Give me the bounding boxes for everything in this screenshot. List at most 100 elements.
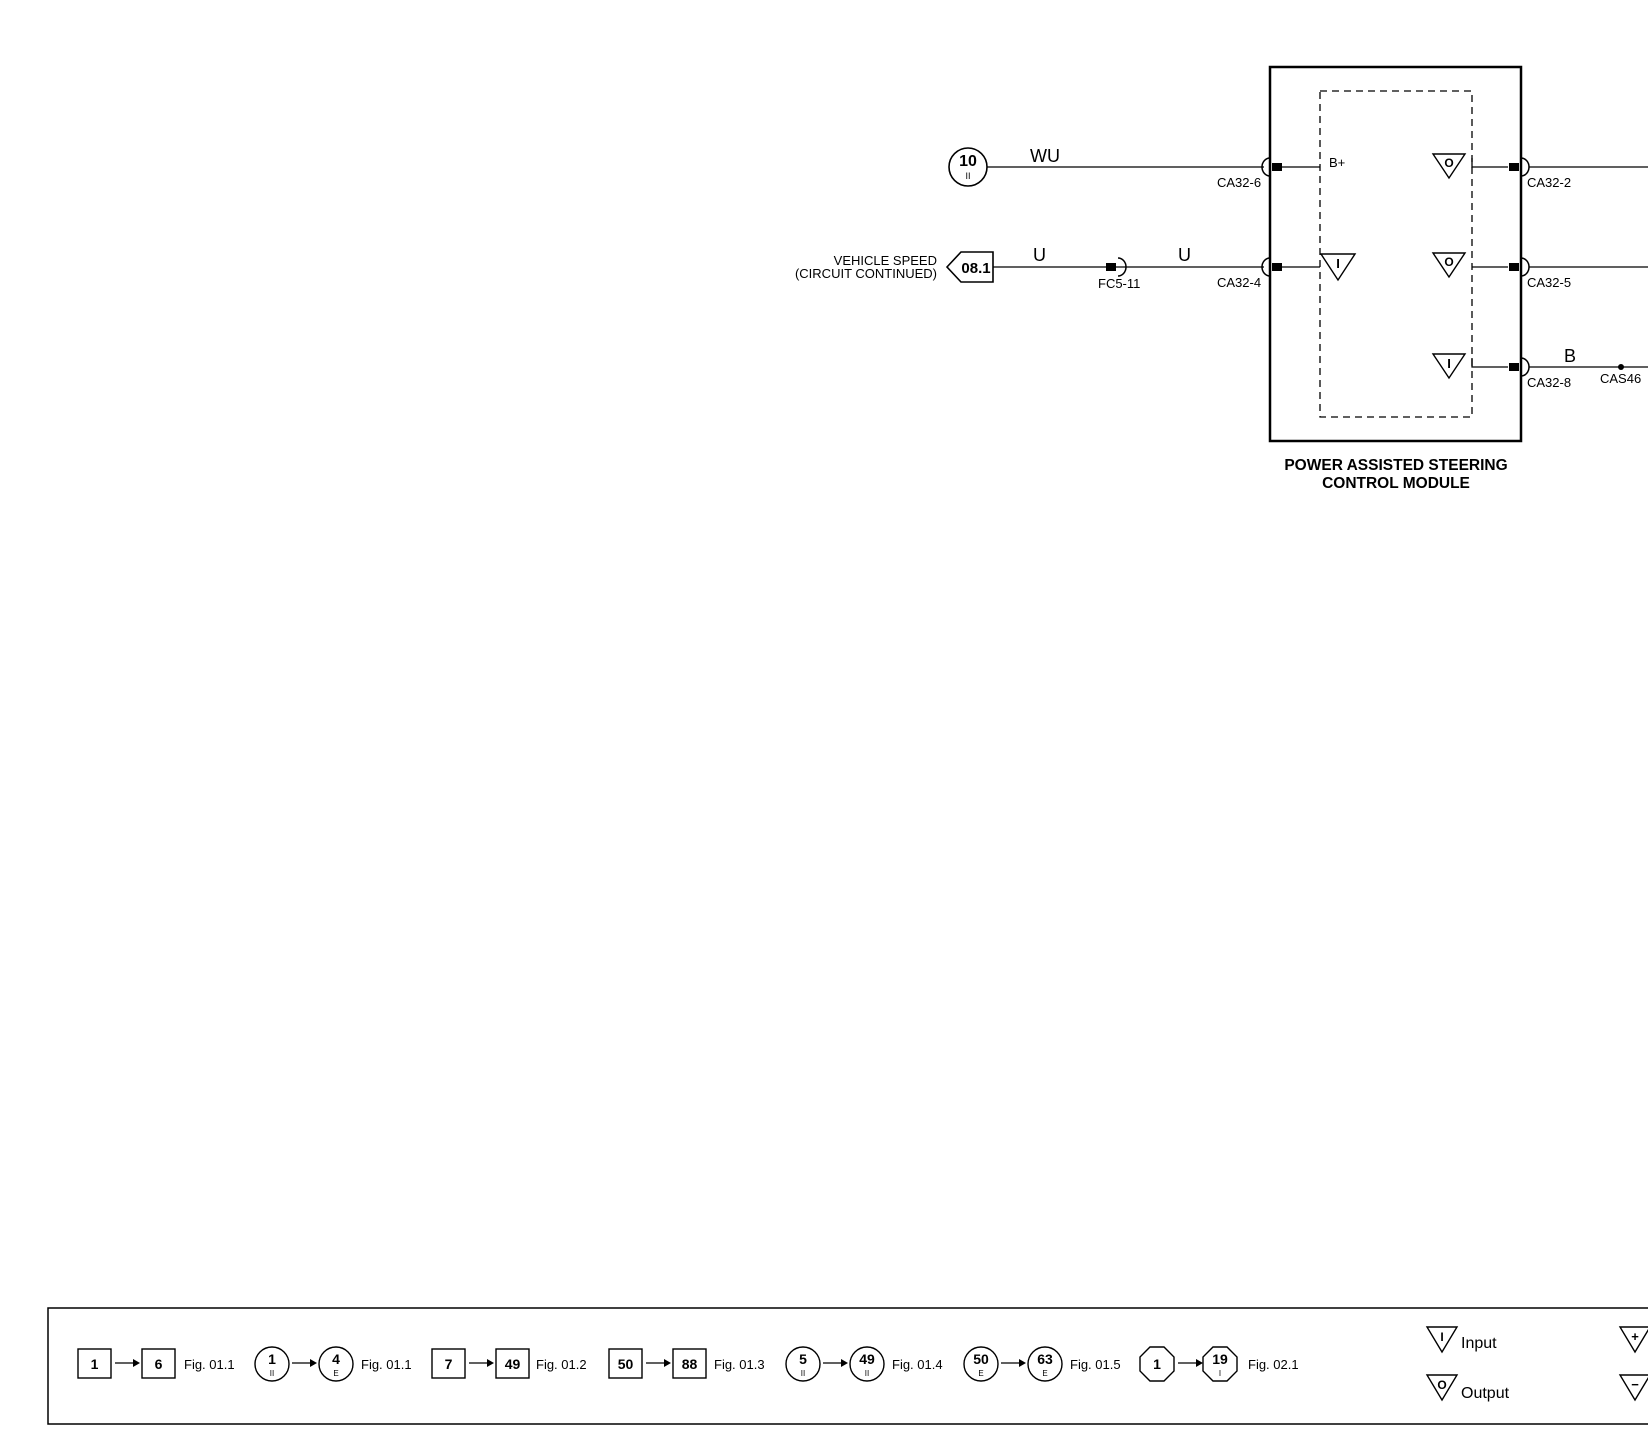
key-to-sub: I (1219, 1369, 1221, 1378)
connector-pin-ca32-8 (1509, 363, 1519, 371)
key-fig: Fig. 01.2 (536, 1357, 587, 1372)
input-symbol-triangle (1319, 253, 1357, 282)
key-to: 19 (1212, 1351, 1228, 1367)
key-square (672, 1348, 707, 1379)
offpage-description-line2: (CIRCUIT CONTINUED) (795, 266, 937, 281)
key-group-2: 1 II 4 E Fig. 01.1 (254, 1346, 412, 1382)
input-symbol-letter: I (1447, 356, 1451, 371)
output-pin-ca32-2: O CA32-2 (1431, 153, 1648, 190)
inline-connector-label: FC5-11 (1098, 276, 1140, 291)
key-group-7: 1 19 I Fig. 02.1 (1139, 1346, 1299, 1382)
legend-output-label: Output (1461, 1385, 1510, 1402)
key-fig: Fig. 01.1 (361, 1357, 412, 1372)
key-circle (1027, 1346, 1063, 1382)
legend-plus-letter: + (1631, 1329, 1639, 1344)
pin-label-ca32-4: CA32-4 (1217, 275, 1261, 290)
key-from-sub: II (801, 1369, 805, 1378)
supply-reference-sub: II (965, 171, 970, 181)
key-fig: Fig. 02.1 (1248, 1357, 1299, 1372)
legend-plus: + (1618, 1326, 1648, 1354)
legend-minus-icon (1618, 1374, 1648, 1402)
offpage-description-line1: VEHICLE SPEED (834, 253, 937, 268)
splice-dot (1618, 364, 1624, 370)
output-symbol-letter: O (1444, 156, 1453, 170)
input-pin-ca32-8: I CA32-8 B CAS46 (1431, 346, 1648, 390)
key-from: 7 (445, 1356, 453, 1372)
key-from: 1 (1153, 1356, 1161, 1372)
key-to-sub: II (865, 1369, 869, 1378)
vehicle-speed-circuit: VEHICLE SPEED (CIRCUIT CONTINUED) 08.1 U… (795, 245, 1357, 291)
supply-reference-number: 10 (959, 153, 977, 170)
key-circle (849, 1346, 885, 1382)
key-from: 50 (973, 1351, 989, 1367)
legend-plus-icon (1618, 1326, 1648, 1354)
key-square (77, 1348, 112, 1379)
key-to-sub: E (1042, 1369, 1047, 1378)
output-pin-ca32-5: O CA32-5 (1431, 252, 1648, 290)
key-group-3: 7 49 Fig. 01.2 (431, 1348, 587, 1379)
offpage-reference: 08.1 (961, 260, 990, 277)
key-to-sub: E (333, 1369, 338, 1378)
key-square (141, 1348, 176, 1379)
key-to: 6 (155, 1356, 163, 1372)
connector-pin-ca32-6 (1272, 163, 1282, 171)
connector-pin-ca32-4 (1272, 263, 1282, 271)
output-symbol-triangle (1431, 153, 1467, 180)
wire-color-u-left: U (1033, 245, 1046, 265)
output-symbol-letter: O (1444, 255, 1453, 269)
pin-label-ca32-2: CA32-2 (1527, 175, 1571, 190)
key-fig: Fig. 01.5 (1070, 1357, 1121, 1372)
legend-input: I Input (1425, 1326, 1497, 1354)
input-symbol-letter: I (1336, 256, 1340, 271)
legend-output: O Output (1425, 1374, 1510, 1402)
key-to: 49 (859, 1351, 875, 1367)
legend-input-icon (1425, 1326, 1459, 1354)
key-group-4: 50 88 Fig. 01.3 (608, 1348, 765, 1379)
pin-label-ca32-8: CA32-8 (1527, 375, 1571, 390)
key-group-6: 50 E 63 E Fig. 01.5 (963, 1346, 1121, 1382)
reference-key-panel: 1 6 Fig. 01.1 1 II 4 E Fig. 01.1 7 49 (47, 1307, 1648, 1425)
inline-connector-pin (1106, 263, 1116, 271)
output-symbol-triangle (1431, 252, 1467, 279)
key-from-sub: II (270, 1369, 274, 1378)
module-title-line2: CONTROL MODULE (1322, 475, 1470, 492)
input-symbol-triangle (1431, 353, 1467, 380)
key-circle (254, 1346, 290, 1382)
key-octagon (1139, 1346, 1175, 1382)
power-steering-control-module: POWER ASSISTED STEERING CONTROL MODULE (1268, 65, 1523, 492)
key-fig: Fig. 01.4 (892, 1357, 943, 1372)
legend-output-letter: O (1437, 1378, 1446, 1392)
legend-input-label: Input (1461, 1335, 1497, 1352)
connector-pin-ca32-5 (1509, 263, 1519, 271)
key-fig: Fig. 01.3 (714, 1357, 765, 1372)
module-title-line1: POWER ASSISTED STEERING (1284, 457, 1507, 474)
legend-input-letter: I (1440, 1330, 1443, 1344)
key-square (431, 1348, 466, 1379)
key-from: 1 (268, 1351, 276, 1367)
wire-color-wu: WU (1030, 146, 1060, 166)
key-square (608, 1348, 643, 1379)
key-square (495, 1348, 530, 1379)
key-group-1: 1 6 Fig. 01.1 (77, 1348, 235, 1379)
connector-pin-ca32-2 (1509, 163, 1519, 171)
key-to: 63 (1037, 1351, 1053, 1367)
key-group-5: 5 II 49 II Fig. 01.4 (785, 1346, 943, 1382)
legend-minus-letter: − (1631, 1377, 1639, 1392)
key-fig: Fig. 01.1 (184, 1357, 235, 1372)
legend-minus: − (1618, 1374, 1648, 1402)
key-octagon (1202, 1346, 1238, 1382)
key-from-sub: E (978, 1369, 983, 1378)
wire-color-u-right: U (1178, 245, 1191, 265)
legend-output-icon (1425, 1374, 1459, 1402)
key-circle (785, 1346, 821, 1382)
key-from: 1 (91, 1356, 99, 1372)
key-to: 88 (682, 1356, 698, 1372)
key-to: 4 (332, 1351, 340, 1367)
supply-b-plus-label: B+ (1329, 155, 1345, 170)
key-circle (963, 1346, 999, 1382)
key-to: 49 (505, 1356, 521, 1372)
supply-circuit: 10 II WU CA32-6 B+ (948, 146, 1345, 190)
key-from: 50 (618, 1356, 634, 1372)
pin-label-ca32-5: CA32-5 (1527, 275, 1571, 290)
